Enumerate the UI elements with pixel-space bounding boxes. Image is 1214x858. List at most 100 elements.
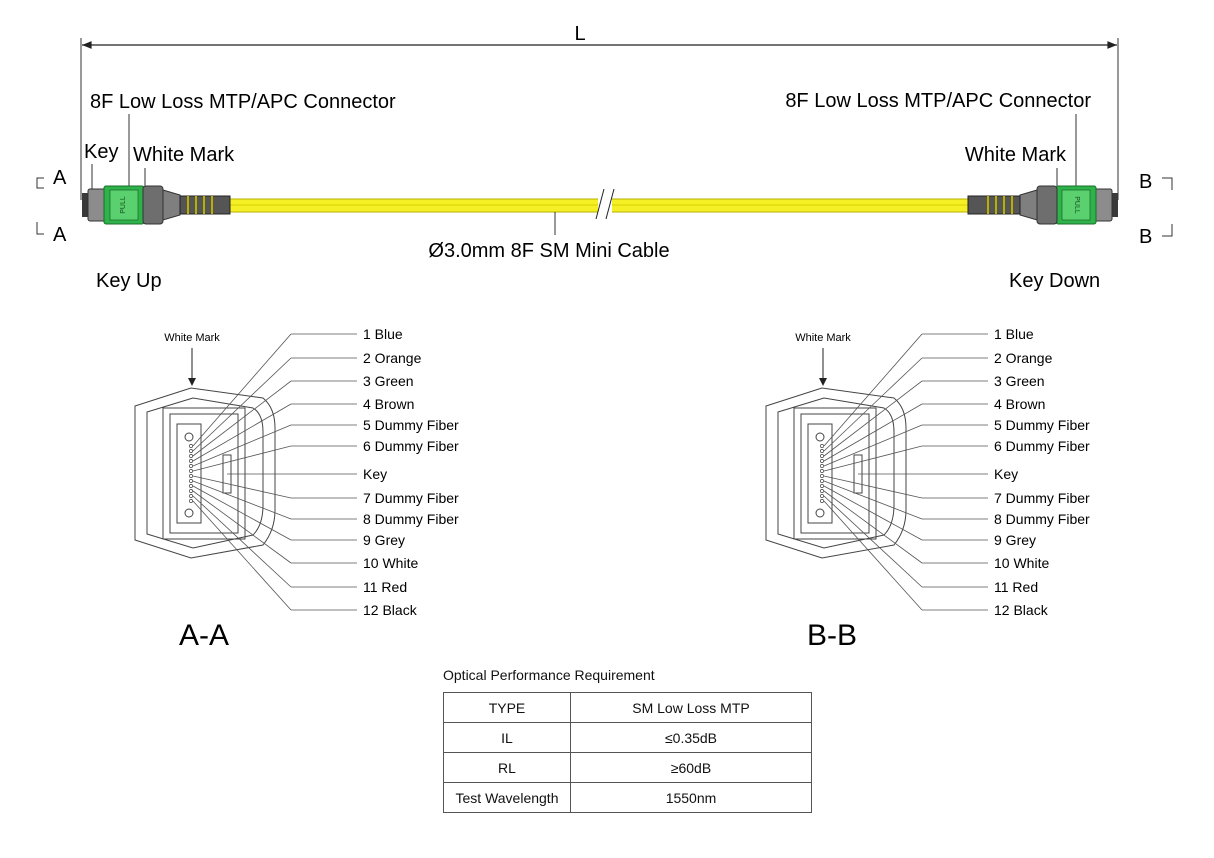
fiber-label: 11 Red (994, 579, 1038, 595)
leader-line (192, 333, 292, 447)
fiber-dot (189, 494, 193, 498)
fiber-label: 2 Orange (363, 350, 422, 366)
ferrule-face (176, 423, 202, 524)
ferrule-face (807, 423, 833, 524)
fiber-dot (820, 444, 824, 448)
fiber-dot (189, 459, 193, 463)
fiber-label: 6 Dummy Fiber (994, 438, 1090, 454)
fiber-dot (820, 474, 824, 478)
fiber-dot (820, 459, 824, 463)
fiber-dot (189, 499, 193, 503)
fiber-label: 1 Blue (363, 326, 403, 342)
key-label: Key (84, 141, 118, 163)
fiber-label: 4 Brown (994, 396, 1045, 412)
leader-line (192, 403, 292, 462)
fiber-dot (189, 474, 193, 478)
section-a-top: A (53, 167, 67, 189)
pull-text-left: PULL (120, 196, 127, 214)
ferrule-outer (162, 407, 246, 540)
fiber-dot (820, 479, 824, 483)
white-mark-right-label: White Mark (965, 144, 1067, 166)
fiber-label: 3 Green (994, 373, 1045, 389)
fiber-label: 6 Dummy Fiber (363, 438, 459, 454)
fiber-label: 5 Dummy Fiber (994, 417, 1090, 433)
leader-line (823, 500, 923, 611)
fiber-dot (189, 479, 193, 483)
fiber-dot (820, 489, 824, 493)
section-bb-title: B-B (807, 619, 857, 652)
leader-line (192, 480, 292, 520)
leader-line (192, 475, 292, 499)
fiber-label: 7 Dummy Fiber (363, 490, 459, 506)
pull-text-right: PULL (1073, 196, 1080, 214)
fiber-dot (189, 449, 193, 453)
fiber-dot (820, 494, 824, 498)
fiber-label: 8 Dummy Fiber (994, 511, 1090, 527)
housing-inner (777, 397, 895, 549)
performance-param: Test Wavelength (443, 782, 571, 813)
leader-line (823, 333, 923, 447)
leader-line (823, 495, 923, 588)
fiber-label: 12 Black (363, 602, 418, 618)
ferrule-outer (793, 407, 877, 540)
leader-line (823, 403, 923, 462)
performance-param: RL (443, 752, 571, 783)
leader-line (823, 485, 923, 541)
fiber-label: 5 Dummy Fiber (363, 417, 459, 433)
section-markers (36, 177, 1173, 237)
length-label: L (574, 23, 585, 45)
guide-hole-bottom (815, 508, 825, 518)
leader-line (823, 357, 923, 452)
key-up-label: Key Up (96, 270, 162, 292)
fiber-cable (229, 188, 969, 235)
fiber-label: 4 Brown (363, 396, 414, 412)
guide-hole-bottom (184, 508, 194, 518)
fiber-dot (189, 464, 193, 468)
fiber-dot (189, 469, 193, 473)
leader-line (192, 500, 292, 611)
performance-title: Optical Performance Requirement (443, 667, 655, 683)
fiber-label: 9 Grey (363, 532, 405, 548)
key-label: Key (363, 466, 387, 482)
leader-line (823, 445, 923, 472)
leader-line (192, 380, 292, 457)
fiber-dot (189, 444, 193, 448)
performance-param: TYPE (443, 692, 571, 723)
leader-line (192, 485, 292, 541)
leader-line (192, 424, 292, 467)
fiber-label: 9 Grey (994, 532, 1036, 548)
housing-outline (134, 387, 276, 559)
fiber-dot (189, 484, 193, 488)
leader-line (192, 357, 292, 452)
housing-inner (146, 397, 264, 549)
leader-line (823, 475, 923, 499)
left-connector: PULL (82, 185, 231, 225)
section-b-top: B (1139, 171, 1152, 193)
cable-label: Ø3.0mm 8F SM Mini Cable (428, 240, 669, 262)
connector-right-label: 8F Low Loss MTP/APC Connector (785, 90, 1091, 112)
face-white-mark-label: White Mark (164, 332, 220, 344)
fiber-label: 7 Dummy Fiber (994, 490, 1090, 506)
fiber-label: 10 White (363, 555, 418, 571)
leader-line (823, 480, 923, 520)
top-leader-lines (91, 114, 1077, 190)
fiber-label: 8 Dummy Fiber (363, 511, 459, 527)
guide-hole-top (815, 432, 825, 442)
key-label: Key (994, 466, 1018, 482)
white-mark-arrowhead (819, 378, 827, 386)
fiber-label: 11 Red (363, 579, 407, 595)
white-mark-arrowhead (188, 378, 196, 386)
length-dimension: L (80, 23, 1119, 200)
performance-row: RL≥60dB (443, 752, 812, 783)
performance-row: IL≤0.35dB (443, 722, 812, 753)
section-aa-title: A-A (179, 619, 229, 652)
ferrule-mid (169, 413, 239, 534)
fiber-label: 10 White (994, 555, 1049, 571)
fiber-dot (820, 449, 824, 453)
connector-left-label: 8F Low Loss MTP/APC Connector (90, 91, 396, 113)
performance-value: 1550nm (570, 782, 812, 813)
fiber-dot (189, 489, 193, 493)
